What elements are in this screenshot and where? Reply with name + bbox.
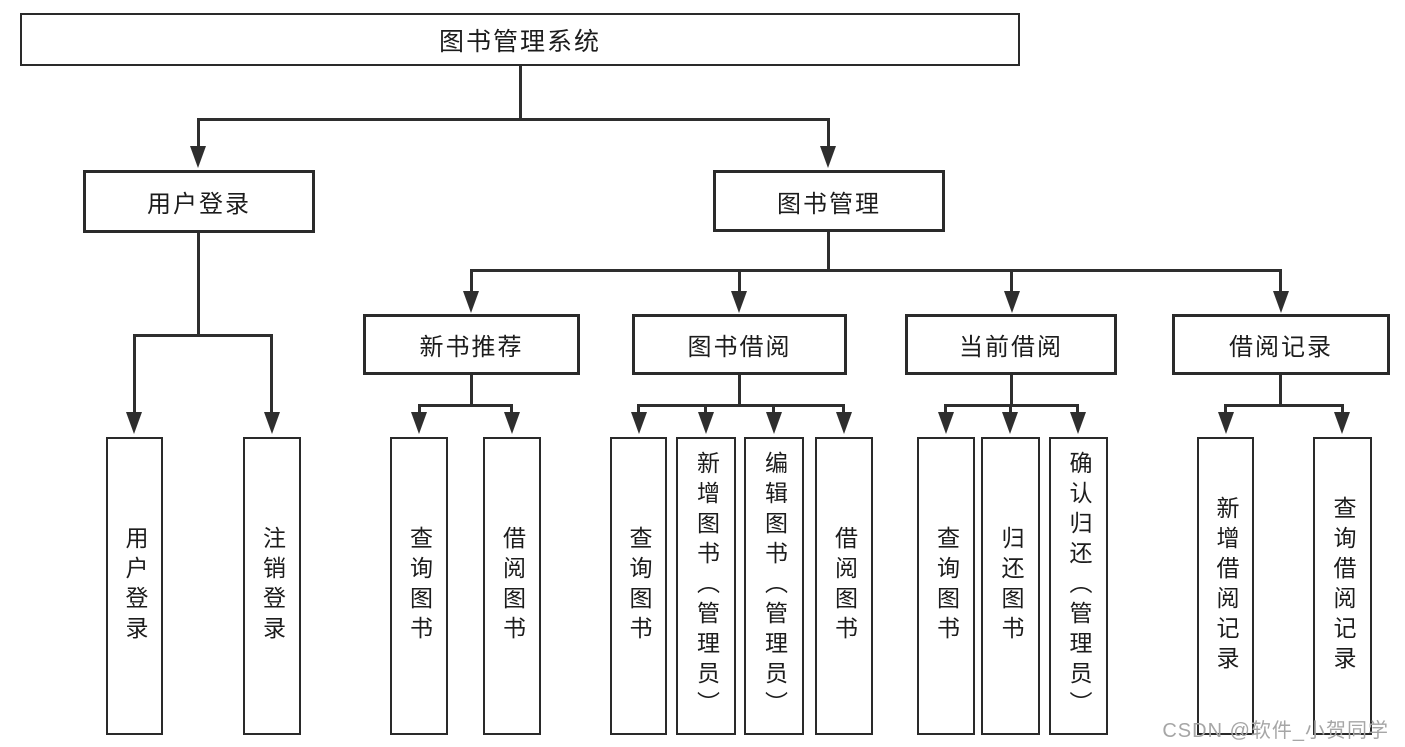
leaf-logout: 注销登录 xyxy=(243,437,301,735)
node-book-borrow: 图书借阅 xyxy=(632,314,847,375)
connector-login-stem xyxy=(197,233,200,336)
connector-g3-drop1 xyxy=(944,404,947,415)
node-current-borrow: 当前借阅 xyxy=(905,314,1117,375)
connector-g4-stem xyxy=(1279,375,1282,406)
connector-g4-drop2 xyxy=(1341,404,1344,415)
connector-g3-drop2 xyxy=(1009,404,1012,415)
connector-g1-horizontal xyxy=(418,404,513,407)
arrow-g3-leaf3 xyxy=(1070,412,1086,434)
connector-mgmt-stem xyxy=(827,232,830,271)
arrow-g2-leaf4 xyxy=(836,412,852,434)
connector-level1-horizontal xyxy=(197,118,830,121)
arrow-login-leaf2 xyxy=(264,412,280,434)
leaf-current-confirm-admin: 确认归还（管理员） xyxy=(1049,437,1108,735)
connector-drop-book-mgmt xyxy=(827,118,830,149)
connector-drop-login-leaf2 xyxy=(270,334,273,414)
connector-drop-newbooks xyxy=(470,269,473,292)
leaf-records-add: 新增借阅记录 xyxy=(1197,437,1254,735)
node-new-book-recommend: 新书推荐 xyxy=(363,314,580,375)
leaf-newbooks-query: 查询图书 xyxy=(390,437,448,735)
arrow-g4-leaf1 xyxy=(1218,412,1234,434)
connector-g4-drop1 xyxy=(1224,404,1227,415)
arrow-g2-leaf3 xyxy=(766,412,782,434)
arrow-g3-leaf1 xyxy=(938,412,954,434)
connector-g2-stem xyxy=(738,375,741,406)
arrow-g3-leaf2 xyxy=(1002,412,1018,434)
connector-drop-current xyxy=(1010,269,1013,292)
leaf-current-return: 归还图书 xyxy=(981,437,1040,735)
connector-g4-horizontal xyxy=(1224,404,1343,407)
arrow-g4-leaf2 xyxy=(1334,412,1350,434)
leaf-borrow-borrow: 借阅图书 xyxy=(815,437,873,735)
connector-g1-drop1 xyxy=(418,404,421,415)
arrow-borrow xyxy=(731,291,747,313)
connector-login-horizontal xyxy=(133,334,273,337)
node-system-root: 图书管理系统 xyxy=(20,13,1020,66)
connector-drop-records xyxy=(1279,269,1282,292)
csdn-watermark: CSDN @软件_小贺同学 xyxy=(1162,720,1389,742)
connector-drop-user-login xyxy=(197,118,200,149)
connector-g3-drop3 xyxy=(1076,404,1079,415)
connector-g2-horizontal xyxy=(637,404,844,407)
connector-level3-horizontal xyxy=(470,269,1282,272)
arrow-login-leaf1 xyxy=(126,412,142,434)
leaf-records-query: 查询借阅记录 xyxy=(1313,437,1372,735)
node-borrow-records: 借阅记录 xyxy=(1172,314,1390,375)
leaf-borrow-edit-admin: 编辑图书（管理员） xyxy=(744,437,804,735)
arrow-user-login xyxy=(190,146,206,168)
arrow-records xyxy=(1273,291,1289,313)
connector-g2-drop1 xyxy=(637,404,640,415)
connector-g1-stem xyxy=(470,375,473,406)
arrow-book-mgmt xyxy=(820,146,836,168)
connector-g2-drop2 xyxy=(704,404,707,415)
leaf-current-query: 查询图书 xyxy=(917,437,975,735)
arrow-g2-leaf2 xyxy=(698,412,714,434)
connector-g2-drop3 xyxy=(772,404,775,415)
arrow-current xyxy=(1004,291,1020,313)
connector-root-stem xyxy=(519,66,522,119)
node-book-management: 图书管理 xyxy=(713,170,945,232)
connector-drop-borrow xyxy=(738,269,741,292)
leaf-user-login: 用户登录 xyxy=(106,437,163,735)
connector-g2-drop4 xyxy=(842,404,845,415)
node-user-login: 用户登录 xyxy=(83,170,315,233)
arrow-g2-leaf1 xyxy=(631,412,647,434)
arrow-g1-leaf2 xyxy=(504,412,520,434)
connector-drop-login-leaf1 xyxy=(133,334,136,414)
leaf-borrow-query: 查询图书 xyxy=(610,437,667,735)
arrow-newbooks xyxy=(463,291,479,313)
connector-g1-drop2 xyxy=(510,404,513,415)
leaf-newbooks-borrow: 借阅图书 xyxy=(483,437,541,735)
arrow-g1-leaf1 xyxy=(411,412,427,434)
connector-g3-stem xyxy=(1010,375,1013,406)
leaf-borrow-add-admin: 新增图书（管理员） xyxy=(676,437,736,735)
